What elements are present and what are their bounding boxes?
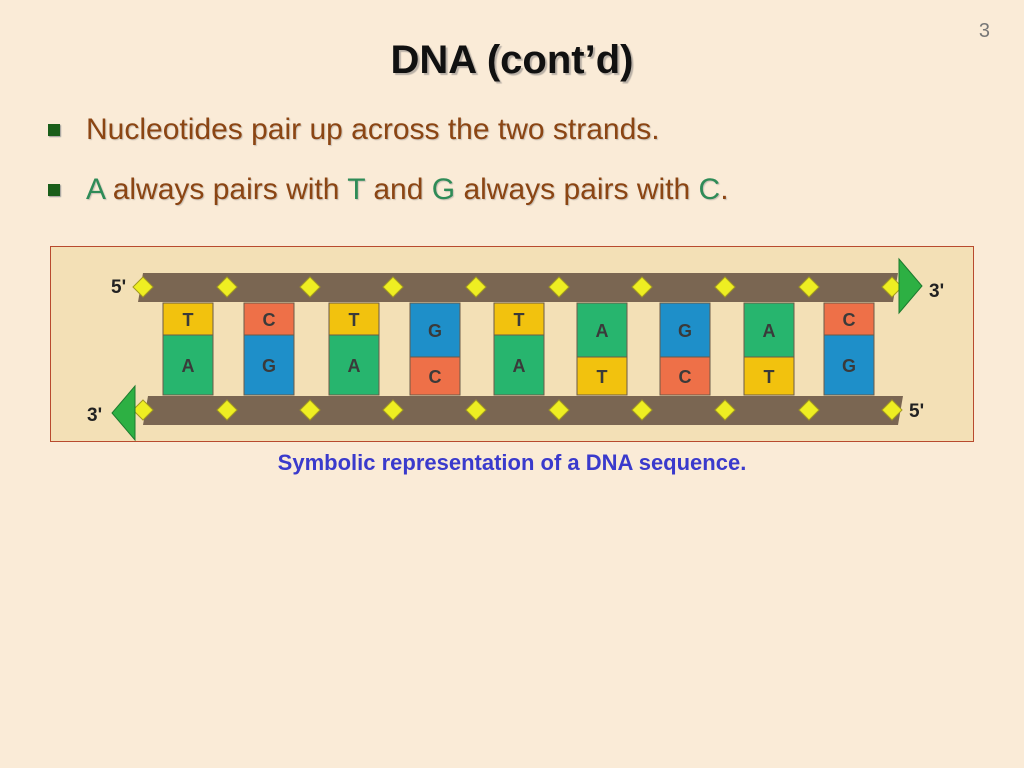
base-letter-bottom: C <box>679 367 692 387</box>
strand-end-label: 3' <box>929 281 944 302</box>
base-letter-top: A <box>763 321 776 341</box>
base-t-top <box>493 302 545 336</box>
base-a-top <box>743 302 795 358</box>
base-letter-bottom: T <box>597 367 608 387</box>
base-letter-top: T <box>183 310 194 330</box>
base-c-bottom <box>659 356 711 396</box>
phosphate-connector-icon <box>548 399 570 421</box>
base-letter-bottom: C <box>429 367 442 387</box>
base-letter-bottom: T <box>764 367 775 387</box>
base-letter-top: G <box>678 321 692 341</box>
diagram-caption: Symbolic representation of a DNA sequenc… <box>277 450 747 475</box>
phosphate-connector-icon <box>465 276 487 298</box>
base-letter-top: T <box>349 310 360 330</box>
bullet-text-segment: and <box>365 173 432 206</box>
phosphate-connector-icon <box>798 276 820 298</box>
base-g-top <box>659 302 711 358</box>
phosphate-connector-icon <box>216 399 238 421</box>
base-a-bottom <box>493 334 545 396</box>
strand-end-label: 5' <box>909 401 924 422</box>
base-c-top <box>823 302 875 336</box>
bullet-text: Nucleotides pair up across the two stran… <box>86 113 660 146</box>
phosphate-connector-icon <box>299 399 321 421</box>
square-bullet-icon <box>48 184 60 196</box>
base-letter-top: T <box>514 310 525 330</box>
bullet-item: Nucleotides pair up across the two stran… <box>48 110 988 170</box>
base-g-bottom <box>243 334 295 396</box>
strand-end-label: 3' <box>87 405 102 426</box>
base-letter-top: C <box>843 310 856 330</box>
base-t-bottom <box>576 356 628 396</box>
phosphate-connector-icon <box>132 276 154 298</box>
base-a-bottom <box>162 334 214 396</box>
phosphate-connector-icon <box>465 399 487 421</box>
base-a-bottom <box>328 334 380 396</box>
bullet-list: Nucleotides pair up across the two stran… <box>48 110 988 230</box>
phosphate-connector-icon <box>881 399 903 421</box>
phosphate-connector-icon <box>299 276 321 298</box>
bullet-item: A always pairs with T and G always pairs… <box>48 170 988 230</box>
base-c-bottom <box>409 356 461 396</box>
base-letter: C <box>698 173 721 206</box>
base-letter-bottom: A <box>513 356 526 376</box>
dna-diagram: T A C G T A G C T A A T G C A T C G 5' 3' 3' 5' <box>50 246 974 442</box>
top-strand-backbone <box>138 273 898 302</box>
base-letter-bottom: G <box>262 356 276 376</box>
bottom-strand-backbone <box>143 396 903 425</box>
base-letter-top: A <box>596 321 609 341</box>
base-letter: A <box>86 173 105 206</box>
bullet-text-segment: . <box>720 173 729 206</box>
base-a-top <box>576 302 628 358</box>
base-letter: G <box>431 173 456 206</box>
base-c-top <box>243 302 295 336</box>
phosphate-connector-icon <box>382 399 404 421</box>
dna-diagram-canvas: T A C G T A G C T A A T G C A T C G 5' 3' 3' 5' <box>87 257 944 441</box>
base-letter-bottom: A <box>182 356 195 376</box>
phosphate-connector-icon <box>631 276 653 298</box>
base-g-bottom <box>823 334 875 396</box>
base-letter-top: C <box>263 310 276 330</box>
phosphate-connector-icon <box>132 399 154 421</box>
bullet-text-segment: always pairs with <box>104 173 348 206</box>
base-letter-bottom: G <box>842 356 856 376</box>
base-letter-bottom: A <box>348 356 361 376</box>
bullet-text-segment: always pairs with <box>455 173 699 206</box>
phosphate-connector-icon <box>714 399 736 421</box>
phosphate-connector-icon <box>714 276 736 298</box>
phosphate-connector-icon <box>631 399 653 421</box>
base-letter: T <box>347 173 366 206</box>
phosphate-connector-icon <box>216 276 238 298</box>
square-bullet-icon <box>48 124 60 136</box>
phosphate-connector-icon <box>382 276 404 298</box>
strand-direction-arrow-icon <box>111 384 136 441</box>
strand-end-label: 5' <box>111 277 126 298</box>
base-letter-top: G <box>428 321 442 341</box>
base-t-bottom <box>743 356 795 396</box>
phosphate-connector-icon <box>798 399 820 421</box>
slide-number: 3 <box>978 20 990 42</box>
strand-direction-arrow-icon <box>898 257 923 315</box>
phosphate-connector-icon <box>548 276 570 298</box>
slide-title: DNA (cont’d) <box>390 38 634 82</box>
